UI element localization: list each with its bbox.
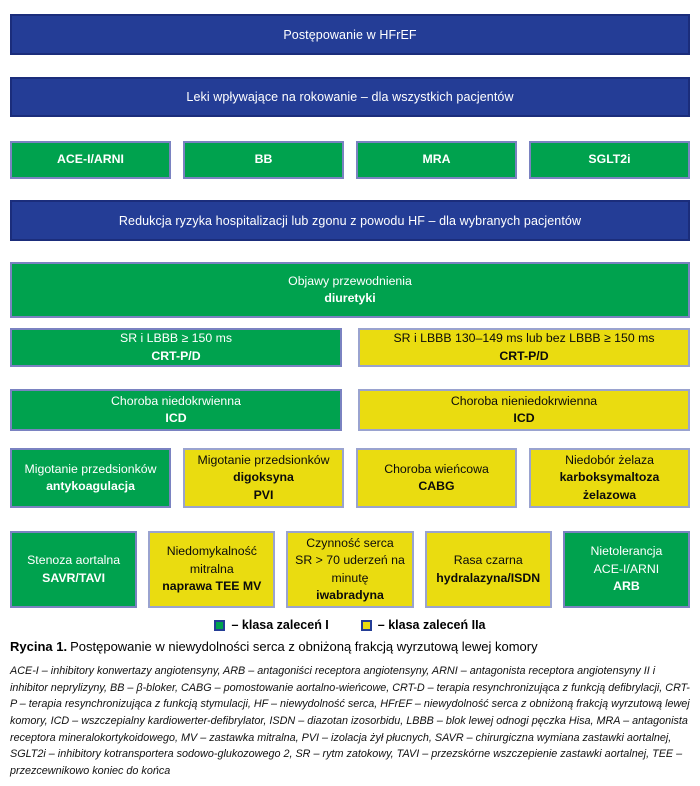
box-line: Niedobór żelaza bbox=[565, 452, 654, 467]
box-heart-rate-ivabradine: Czynność serca SR > 70 uderzeń na minutę iw… bbox=[286, 531, 414, 608]
box-line: Choroba niedokrwienna bbox=[111, 393, 241, 408]
caption-text: Postępowanie w niewydolności serca z obn… bbox=[70, 639, 538, 654]
box-line: Stenoza aortalna bbox=[27, 553, 121, 568]
box-line: naprawa TEE MV bbox=[162, 579, 262, 594]
box-diuretics: Objawy przewodnienia diuretyki bbox=[10, 262, 690, 318]
box-line: żelazowa bbox=[582, 487, 637, 502]
box-line: ICD bbox=[165, 411, 187, 425]
row-prognosis-drugs: Leki wpływające na rokowanie – dla wszys… bbox=[10, 77, 690, 117]
box-ace-i-arni: ACE-I/ARNI bbox=[10, 141, 171, 179]
row-title: Postępowanie w HFrEF bbox=[10, 14, 690, 55]
box-line: iwabradyna bbox=[316, 587, 384, 602]
box-bb: BB bbox=[183, 141, 344, 179]
box-black-race-hydralazine: Rasa czarna hydralazyna/ISDN bbox=[424, 531, 552, 608]
row-congestion: Objawy przewodnienia diuretyki bbox=[10, 262, 690, 318]
box-line: Czynność serca bbox=[306, 535, 394, 550]
box-line: Choroba nieniedokrwienna bbox=[450, 393, 598, 408]
legend-item-class-i: – klasa zaleceń I bbox=[214, 618, 329, 632]
box-line: SR i LBBB ≥ 150 ms bbox=[120, 331, 232, 346]
box-sglt2i: SGLT2i bbox=[529, 141, 690, 179]
box-line: antykoagulacja bbox=[46, 479, 135, 493]
box-line: SGLT2i bbox=[588, 152, 631, 167]
box-iron-deficiency: Niedobór żelaza karboksymaltoza żelazowa bbox=[529, 448, 690, 508]
box-crt-class-iia: SR i LBBB 130–149 ms lub bez LBBB ≥ 150 … bbox=[358, 328, 690, 367]
legend-label-class-i: – klasa zaleceń I bbox=[231, 618, 329, 632]
box-line: CRT-P/D bbox=[499, 348, 549, 363]
box-line: minutę bbox=[331, 570, 369, 585]
box-line: Migotanie przedsionków bbox=[24, 461, 157, 476]
box-line: BB bbox=[254, 152, 273, 167]
figure-caption: Rycina 1.Postępowanie w niewydolności se… bbox=[10, 639, 690, 654]
box-mitral-regurgitation: Niedomykalność mitralna naprawa TEE MV bbox=[148, 531, 276, 608]
box-line: ACE-I/ARNI bbox=[57, 152, 124, 167]
box-line: ACE-I/ARNI bbox=[593, 561, 660, 576]
flow-rows: Postępowanie w HFrEF Leki wpływające na r… bbox=[10, 14, 691, 608]
box-line: diuretyki bbox=[324, 291, 376, 305]
title-bar-label: Postępowanie w HFrEF bbox=[283, 27, 417, 42]
box-line: Objawy przewodnienia bbox=[288, 273, 412, 288]
box-line: ICD bbox=[513, 411, 535, 425]
hfref-figure-page: Postępowanie w HFrEF Leki wpływające na r… bbox=[0, 14, 700, 786]
legend-label-class-iia: – klasa zaleceń IIa bbox=[377, 618, 486, 632]
box-line: SR i LBBB 130–149 ms lub bez LBBB ≥ 150 … bbox=[393, 331, 655, 346]
figure-footnote: ACE-I – inhibitory konwertazy angiotensy… bbox=[10, 665, 690, 777]
box-line: mitralna bbox=[189, 561, 234, 576]
box-line: karboksymaltoza bbox=[559, 470, 660, 485]
legend: – klasa zaleceń I – klasa zaleceń IIa bbox=[10, 618, 690, 632]
box-line: ARB bbox=[613, 579, 640, 594]
box-line: hydralazyna/ISDN bbox=[436, 570, 541, 585]
box-line: digoksyna bbox=[233, 470, 294, 485]
box-line: SR > 70 uderzeń na bbox=[295, 553, 405, 568]
box-line: PVI bbox=[253, 487, 274, 502]
box-line: Choroba wieńcowa bbox=[384, 461, 489, 476]
box-line: CABG bbox=[418, 479, 455, 493]
row-first-line-drugs: ACE-I/ARNI BB MRA SGLT2i bbox=[10, 141, 690, 179]
box-line: MRA bbox=[422, 152, 451, 167]
legend-item-class-iia: – klasa zaleceń IIa bbox=[360, 618, 486, 632]
box-crt-class-i: SR i LBBB ≥ 150 ms CRT-P/D bbox=[10, 328, 342, 367]
class-i-swatch-icon bbox=[214, 619, 226, 631]
class-iia-swatch-icon bbox=[360, 619, 372, 631]
box-line: CRT-P/D bbox=[151, 348, 201, 363]
row-risk-reduction: Redukcja ryzyka hospitalizacji lub zgonu… bbox=[10, 200, 690, 241]
box-mra: MRA bbox=[356, 141, 517, 179]
box-line: Niedomykalność bbox=[166, 544, 257, 559]
box-line: Nietolerancja bbox=[590, 544, 663, 559]
box-af-anticoagulation: Migotanie przedsionków antykoagulacja bbox=[10, 448, 171, 508]
box-line: Rasa czarna bbox=[453, 553, 523, 568]
box-line: SAVR/TAVI bbox=[42, 570, 106, 585]
row-crt: SR i LBBB ≥ 150 ms CRT-P/D SR i LBBB 130–1… bbox=[10, 328, 690, 367]
caption-number: Rycina 1. bbox=[10, 639, 68, 654]
box-line: Migotanie przedsionków bbox=[197, 452, 330, 467]
risk-reduction-bar-label: Redukcja ryzyka hospitalizacji lub zgonu… bbox=[118, 213, 582, 228]
prognosis-drugs-bar-label: Leki wpływające na rokowanie – dla wszys… bbox=[186, 90, 514, 104]
